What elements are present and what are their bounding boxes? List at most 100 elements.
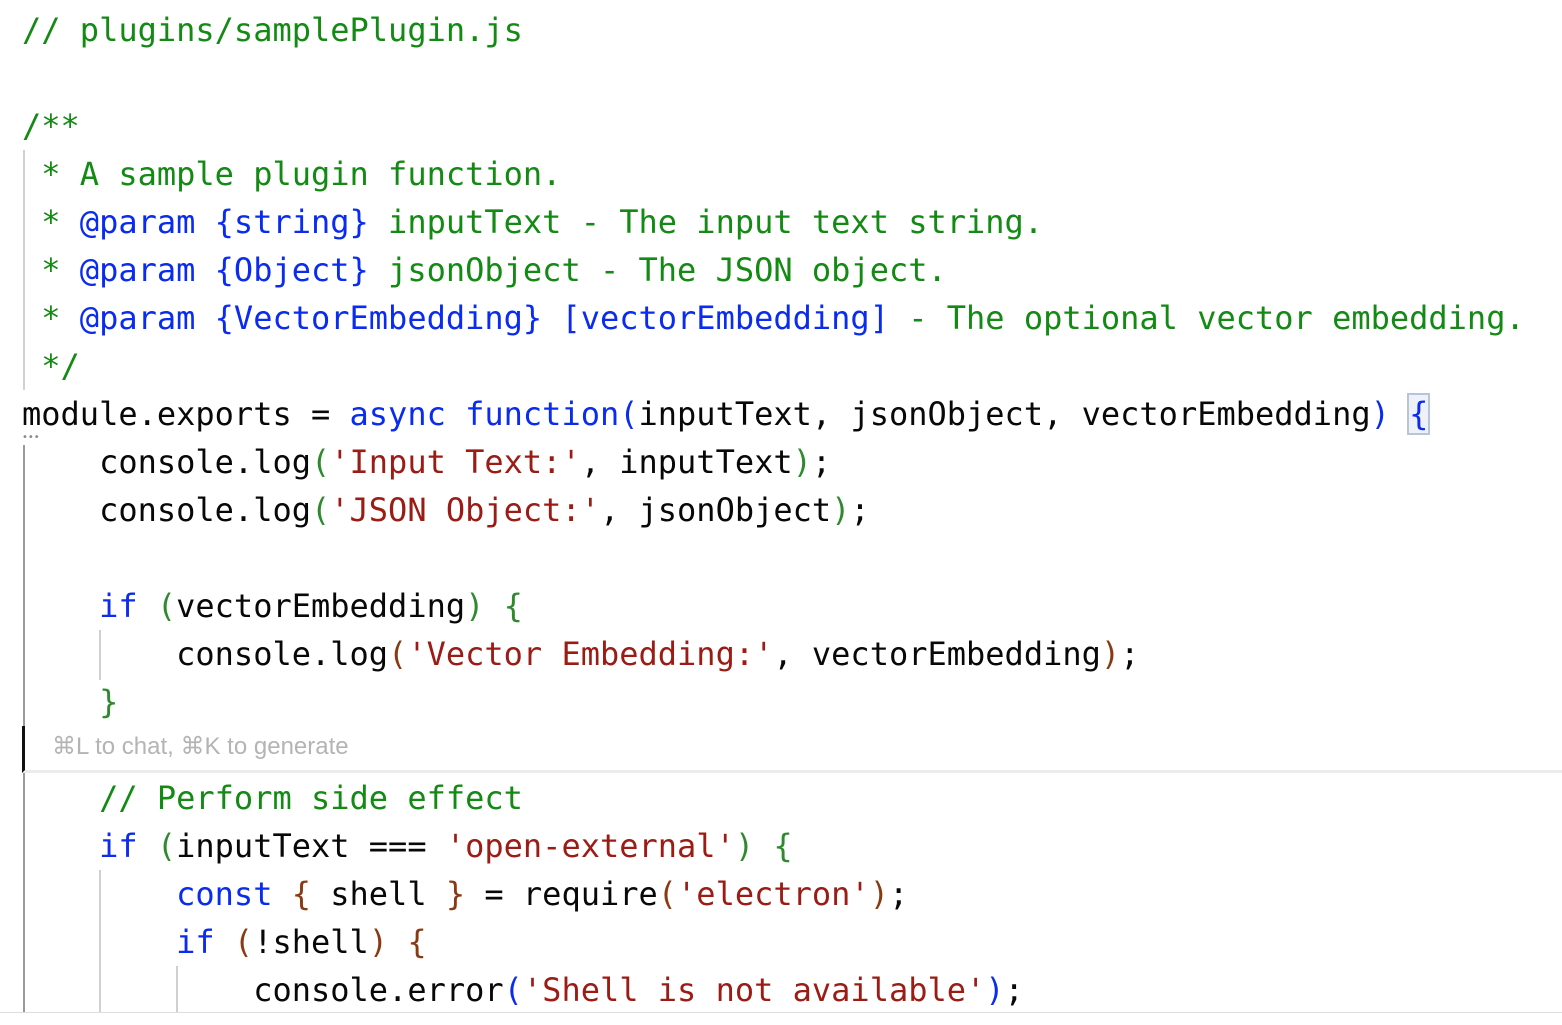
code-token: @param [79,203,196,241]
code-token: inputText - The input text string. [368,203,1044,241]
code-token: ) [1100,635,1121,673]
code-token: } [99,683,119,721]
indent-guide [23,150,25,390]
code-token: {Object} [214,251,369,289]
code-token: if [176,923,215,961]
code-token: shell [310,875,446,913]
code-token: ( [310,443,331,481]
code-token: { [407,923,427,961]
code-token: inputText, jsonObject, vectorEmbedding [638,395,1371,433]
code-token [1390,395,1409,433]
code-token: { [291,875,311,913]
code-line[interactable]: console.error('Shell is not available'); [22,971,1024,1009]
code-token: // Perform side effect [22,779,523,817]
code-line[interactable]: if (vectorEmbedding) { [22,587,523,625]
code-line[interactable]: // plugins/samplePlugin.js [22,11,523,49]
code-token: 'Input Text:' [330,443,581,481]
code-token: ( [503,971,523,1009]
code-token [215,923,234,961]
code-token [484,587,503,625]
code-line[interactable]: * @param {Object} jsonObject - The JSON … [22,251,946,289]
code-token: ; [1004,971,1024,1009]
code-token: {string} [214,203,369,241]
code-token: if [99,587,138,625]
code-token: ( [156,587,177,625]
code-line[interactable]: const { shell } = require('electron'); [22,875,908,913]
code-token: { [503,587,523,625]
code-token: ( [310,491,331,529]
code-token [22,587,99,625]
code-token: ) [985,971,1005,1009]
code-line[interactable]: */ [22,347,80,385]
code-line[interactable]: console.log('JSON Object:', jsonObject); [22,491,870,529]
code-token: , jsonObject [599,491,832,529]
code-line[interactable]: if (inputText === 'open-external') { [22,827,793,865]
code-line[interactable]: console.log('Vector Embedding:', vectorE… [22,635,1139,673]
code-token: = require [465,875,658,913]
code-token: ) [465,587,485,625]
code-token: { [773,827,793,865]
code-token: /** [22,107,80,145]
code-token: ( [156,827,177,865]
ai-inline-hint[interactable]: ⌘L to chat, ⌘K to generate [22,726,1562,773]
code-token: { [1407,393,1431,435]
code-token: === [368,827,427,865]
code-line[interactable]: console.log('Input Text:', inputText); [22,443,831,481]
code-token [542,299,561,337]
code-token [195,203,214,241]
code-token: [vectorEmbedding] [561,299,889,337]
code-line[interactable]: } [22,683,118,721]
code-token [22,827,99,865]
code-token: const [176,875,273,913]
code-line[interactable]: * @param {string} inputText - The input … [22,203,1043,241]
code-token: @param [79,299,196,337]
code-token: ) [869,875,889,913]
code-token [427,827,446,865]
code-token [138,587,157,625]
code-token: vectorEmbedding [176,587,466,625]
code-token: */ [22,347,80,385]
code-token: * [22,203,80,241]
code-token: console.log [22,491,311,529]
code-token: ( [657,875,678,913]
code-token: ; [811,443,832,481]
code-token: module.exports = [22,395,350,433]
code-token [754,827,773,865]
code-token: ; [850,491,870,529]
code-token: 'Vector Embedding:' [407,635,774,673]
code-line[interactable]: * @param {VectorEmbedding} [vectorEmbedd… [22,299,1525,337]
code-token: ( [233,923,254,961]
code-line[interactable]: * A sample plugin function. [22,155,561,193]
indent-guide [99,870,101,1012]
code-token: ) [792,443,812,481]
code-token: 'Shell is not available' [522,971,986,1009]
code-token [22,683,99,721]
code-line[interactable]: // Perform side effect [22,779,523,817]
code-token: ) [1370,395,1390,433]
code-token: , vectorEmbedding [773,635,1101,673]
editor-bottom-edge [0,1012,1562,1025]
code-token: ( [619,395,639,433]
code-token: - The optional vector embedding. [888,299,1525,337]
code-token: async function [349,395,620,433]
code-token: ( [388,635,408,673]
code-token: * [22,251,80,289]
code-line[interactable]: if (!shell) { [22,923,427,961]
code-token: ; [1120,635,1140,673]
code-token: 'electron' [677,875,870,913]
code-token: console.log [22,635,389,673]
fold-marker[interactable]: ••• [22,432,40,443]
code-token: if [99,827,138,865]
code-token: * A sample plugin function. [22,155,562,193]
code-token: 'JSON Object:' [330,491,600,529]
code-token [195,299,214,337]
indent-guide [176,966,178,1012]
code-token: } [445,875,466,913]
ai-hint-text: ⌘L to chat, ⌘K to generate [52,733,349,760]
code-line[interactable]: module.exports = async function(inputTex… [22,393,1431,435]
code-token: console.log [22,443,311,481]
code-token: {VectorEmbedding} [214,299,543,337]
code-line[interactable]: /** [22,107,80,145]
code-token: ; [888,875,909,913]
code-token [195,251,214,289]
